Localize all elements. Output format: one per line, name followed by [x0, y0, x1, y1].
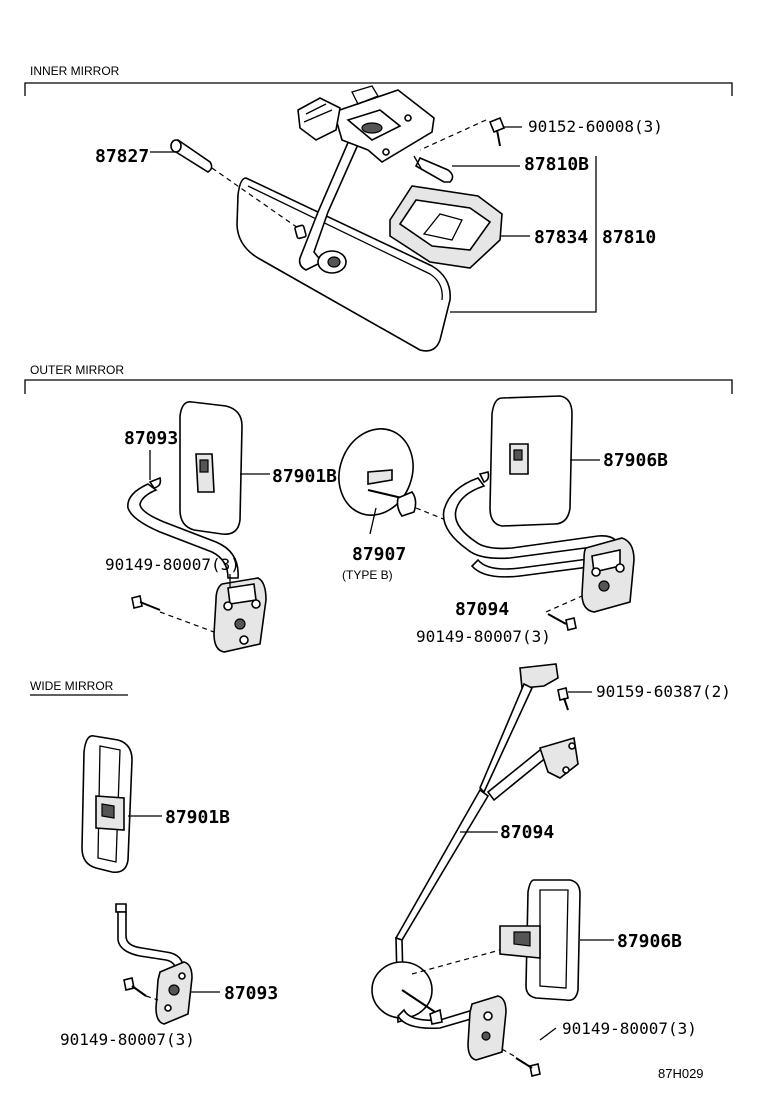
- wide-top-screw: [557, 687, 569, 711]
- wide-right-bolt: [515, 1057, 541, 1077]
- section-title-wide-mirror: WIDE MIRROR: [30, 679, 114, 693]
- outer-right-mirror-head: [489, 395, 573, 527]
- inner-mirror-light-case: [389, 185, 503, 269]
- wide-left-mirror-bracket: [155, 961, 193, 1025]
- label-87907: 87907: [352, 544, 406, 565]
- label-87810: 87810: [602, 227, 656, 248]
- guide-wide-right-mirror: [411, 949, 501, 975]
- diagram-code: 87H029: [658, 1066, 704, 1081]
- guide-outer-right-bolt: [545, 595, 583, 613]
- label-87906B-outer: 87906B: [603, 450, 668, 471]
- inner-mirror-bracket: [297, 85, 435, 163]
- outer-typeb-mirror: [338, 428, 417, 535]
- inner-mirror-stay: [294, 129, 361, 274]
- label-87901B-outer: 87901B: [272, 466, 337, 487]
- label-87834: 87834: [534, 227, 588, 248]
- guide-wide-right-bolt: [499, 1047, 515, 1057]
- section-title-outer-mirror: OUTER MIRROR: [30, 363, 124, 377]
- inner-mirror-bulb: [413, 155, 454, 183]
- label-87906B-wide: 87906B: [617, 931, 682, 952]
- wide-left-mirror-stay: [115, 903, 185, 973]
- label-90149-wide-right: 90149-80007(3): [562, 1019, 697, 1038]
- outer-left-mirror-bracket: [213, 577, 267, 653]
- label-87901B-wide: 87901B: [165, 807, 230, 828]
- label-87827: 87827: [95, 146, 149, 167]
- leader-90149-wide-right: [539, 1027, 557, 1041]
- wide-right-long-stay: [371, 663, 579, 1030]
- wide-right-mirror-bracket: [467, 995, 507, 1061]
- label-90149-outer-left: 90149-80007(3): [105, 555, 240, 574]
- inner-mirror-pin: [170, 139, 213, 173]
- label-87094-outer: 87094: [455, 599, 509, 620]
- label-90152-60008: 90152-60008(3): [528, 117, 663, 136]
- outer-right-mirror-bracket: [581, 537, 635, 613]
- outer-left-bolt: [131, 595, 161, 611]
- section-bracket-inner: [24, 82, 733, 96]
- label-87093-outer: 87093: [124, 428, 178, 449]
- outer-right-bolt: [547, 613, 577, 631]
- guide-typeb: [415, 507, 457, 525]
- guide-wide-left-bolt: [145, 995, 159, 1001]
- wide-left-mirror-head: [81, 735, 133, 874]
- label-87093-wide: 87093: [224, 983, 278, 1004]
- outer-left-mirror-head: [179, 400, 243, 536]
- label-87810B: 87810B: [524, 154, 589, 175]
- label-90149-wide-left: 90149-80007(3): [60, 1030, 195, 1049]
- wide-right-mirror-head: [499, 879, 581, 1002]
- guide-screw: [419, 119, 487, 151]
- label-90149-outer-right: 90149-80007(3): [416, 627, 551, 646]
- label-87094-wide: 87094: [500, 822, 554, 843]
- label-90159-60387: 90159-60387(2): [596, 682, 731, 701]
- section-title-inner-mirror: INNER MIRROR: [30, 64, 120, 78]
- outer-left-mirror-stay: [127, 476, 239, 579]
- bracket-87810: [450, 156, 597, 313]
- section-bracket-outer: [24, 379, 733, 394]
- inner-mirror-screw: [488, 116, 506, 147]
- wide-left-bolt: [123, 977, 147, 997]
- guide-outer-left-bolt: [159, 611, 215, 633]
- label-type-b: (TYPE B): [342, 568, 393, 582]
